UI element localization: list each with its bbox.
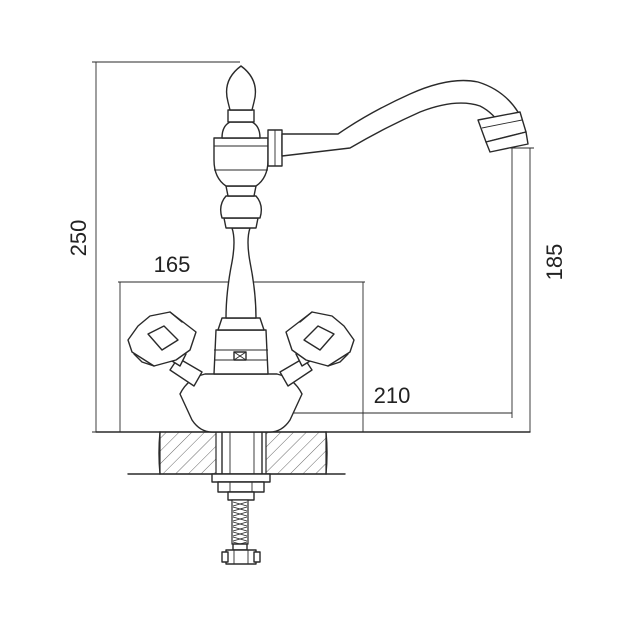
hose-connector-nut (225, 549, 257, 565)
section-break-left (158, 431, 161, 475)
shank-body (221, 431, 263, 475)
faucet-column (213, 65, 269, 319)
hose-braid-strand (232, 506, 248, 512)
mounting-nut (217, 481, 265, 493)
hose-braid-strand (232, 516, 248, 522)
column-shaft (225, 227, 257, 319)
column-ring-2 (225, 185, 257, 197)
mounting-shank (211, 431, 271, 501)
dimension-overall-height: 250 (66, 61, 240, 433)
hose-braid-strand (232, 501, 248, 507)
column-bulb (219, 195, 263, 219)
mounting-washer (211, 473, 271, 483)
hatched-section-right (265, 431, 327, 475)
hose-braid-strand (232, 531, 248, 537)
dimension-spout-reach: 210 (240, 148, 513, 436)
finial-collar (227, 109, 255, 123)
hose-ferrule (232, 543, 248, 551)
nut-lower (227, 491, 255, 501)
column-collar (217, 317, 265, 331)
label-spout-height: 185 (542, 244, 567, 281)
label-handle-span: 165 (154, 252, 191, 277)
hatched-section-left (159, 431, 217, 475)
section-break-right (325, 431, 328, 475)
hose-braid-strand (232, 536, 248, 542)
dimension-handle-span: 165 (118, 252, 365, 432)
faucet-base (179, 317, 303, 433)
faucet-spout (267, 79, 529, 167)
flexible-hose (221, 499, 261, 565)
label-overall-height: 250 (66, 220, 91, 257)
column-ring-1 (223, 217, 259, 229)
spout-aerator-tip (485, 131, 529, 153)
spout-hub (213, 137, 269, 187)
hose-braid-strand (232, 526, 248, 532)
finial-top (225, 65, 257, 111)
dimension-spout-height: 185 (505, 147, 567, 432)
hose-braid-strand (232, 511, 248, 517)
right-cross-handle (279, 311, 355, 387)
hose-braid-strand (232, 521, 248, 527)
hub-cap (221, 121, 261, 139)
left-cross-handle (127, 311, 203, 387)
label-spout-reach: 210 (374, 383, 411, 408)
countertop-section (95, 431, 531, 475)
base-body (179, 373, 303, 433)
